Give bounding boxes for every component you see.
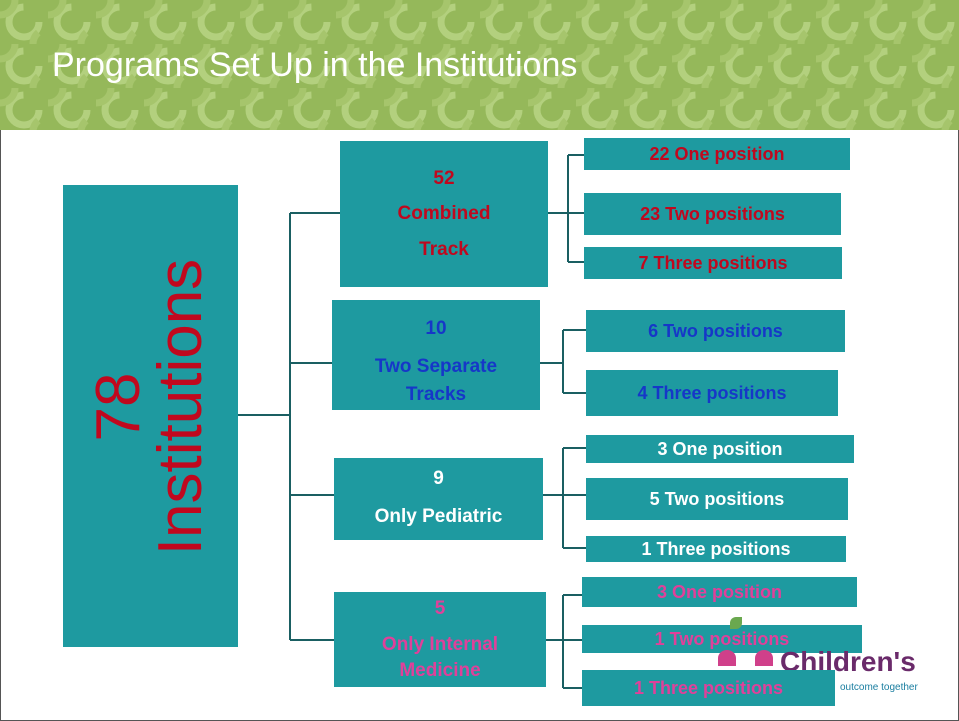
leaf-7-three: 7 Three positions <box>584 247 842 279</box>
group-label: Two Separate <box>374 356 498 377</box>
root-number: 78 <box>84 372 153 442</box>
leaf-23-two: 23 Two positions <box>584 193 841 235</box>
group-count: 10 <box>425 318 447 339</box>
leaf-3-one-im: 3 One position <box>582 577 857 607</box>
leaf-22-one: 22 One position <box>584 138 850 170</box>
group-two-separate-tracks: 10 Two Separate Tracks <box>332 300 540 410</box>
leaf-1-three: 1 Three positions <box>586 536 846 562</box>
leaf-1-two-im: 1 Two positions <box>582 625 862 653</box>
group-combined-track: 52 Combined Track <box>340 141 548 287</box>
group-label: Only Pediatric <box>374 506 503 527</box>
heart-icon <box>718 650 736 666</box>
leaf-3-one: 3 One position <box>586 435 854 463</box>
group-label-line2: Track <box>419 239 469 260</box>
group-only-pediatric: 9 Only Pediatric <box>334 458 543 540</box>
sprout-icon <box>730 617 742 629</box>
heart-icon <box>755 650 773 666</box>
group-count: 52 <box>433 168 455 189</box>
ring-pattern <box>0 0 959 130</box>
group-count: 5 <box>434 598 446 619</box>
title-banner: Programs Set Up in the Institutions <box>0 0 959 130</box>
logo-tagline: outcome together <box>840 682 918 693</box>
leaf-6-two: 6 Two positions <box>586 310 845 352</box>
root-text: Institutions <box>146 258 215 556</box>
root-node: 78 Institutions <box>63 185 238 647</box>
slide-title: Programs Set Up in the Institutions <box>52 46 578 84</box>
group-only-internal-medicine: 5 Only Internal Medicine <box>334 592 546 687</box>
group-label: Combined <box>397 203 491 224</box>
root-label: 78 Institutions <box>84 258 215 556</box>
group-count: 9 <box>433 468 444 489</box>
group-label-line2: Medicine <box>399 660 481 681</box>
group-label-line2: Tracks <box>405 384 467 405</box>
group-label: Only Internal <box>381 634 499 655</box>
leaf-5-two: 5 Two positions <box>586 478 848 520</box>
leaf-4-three: 4 Three positions <box>586 370 838 416</box>
leaf-1-three-im: 1 Three positions <box>582 670 835 706</box>
